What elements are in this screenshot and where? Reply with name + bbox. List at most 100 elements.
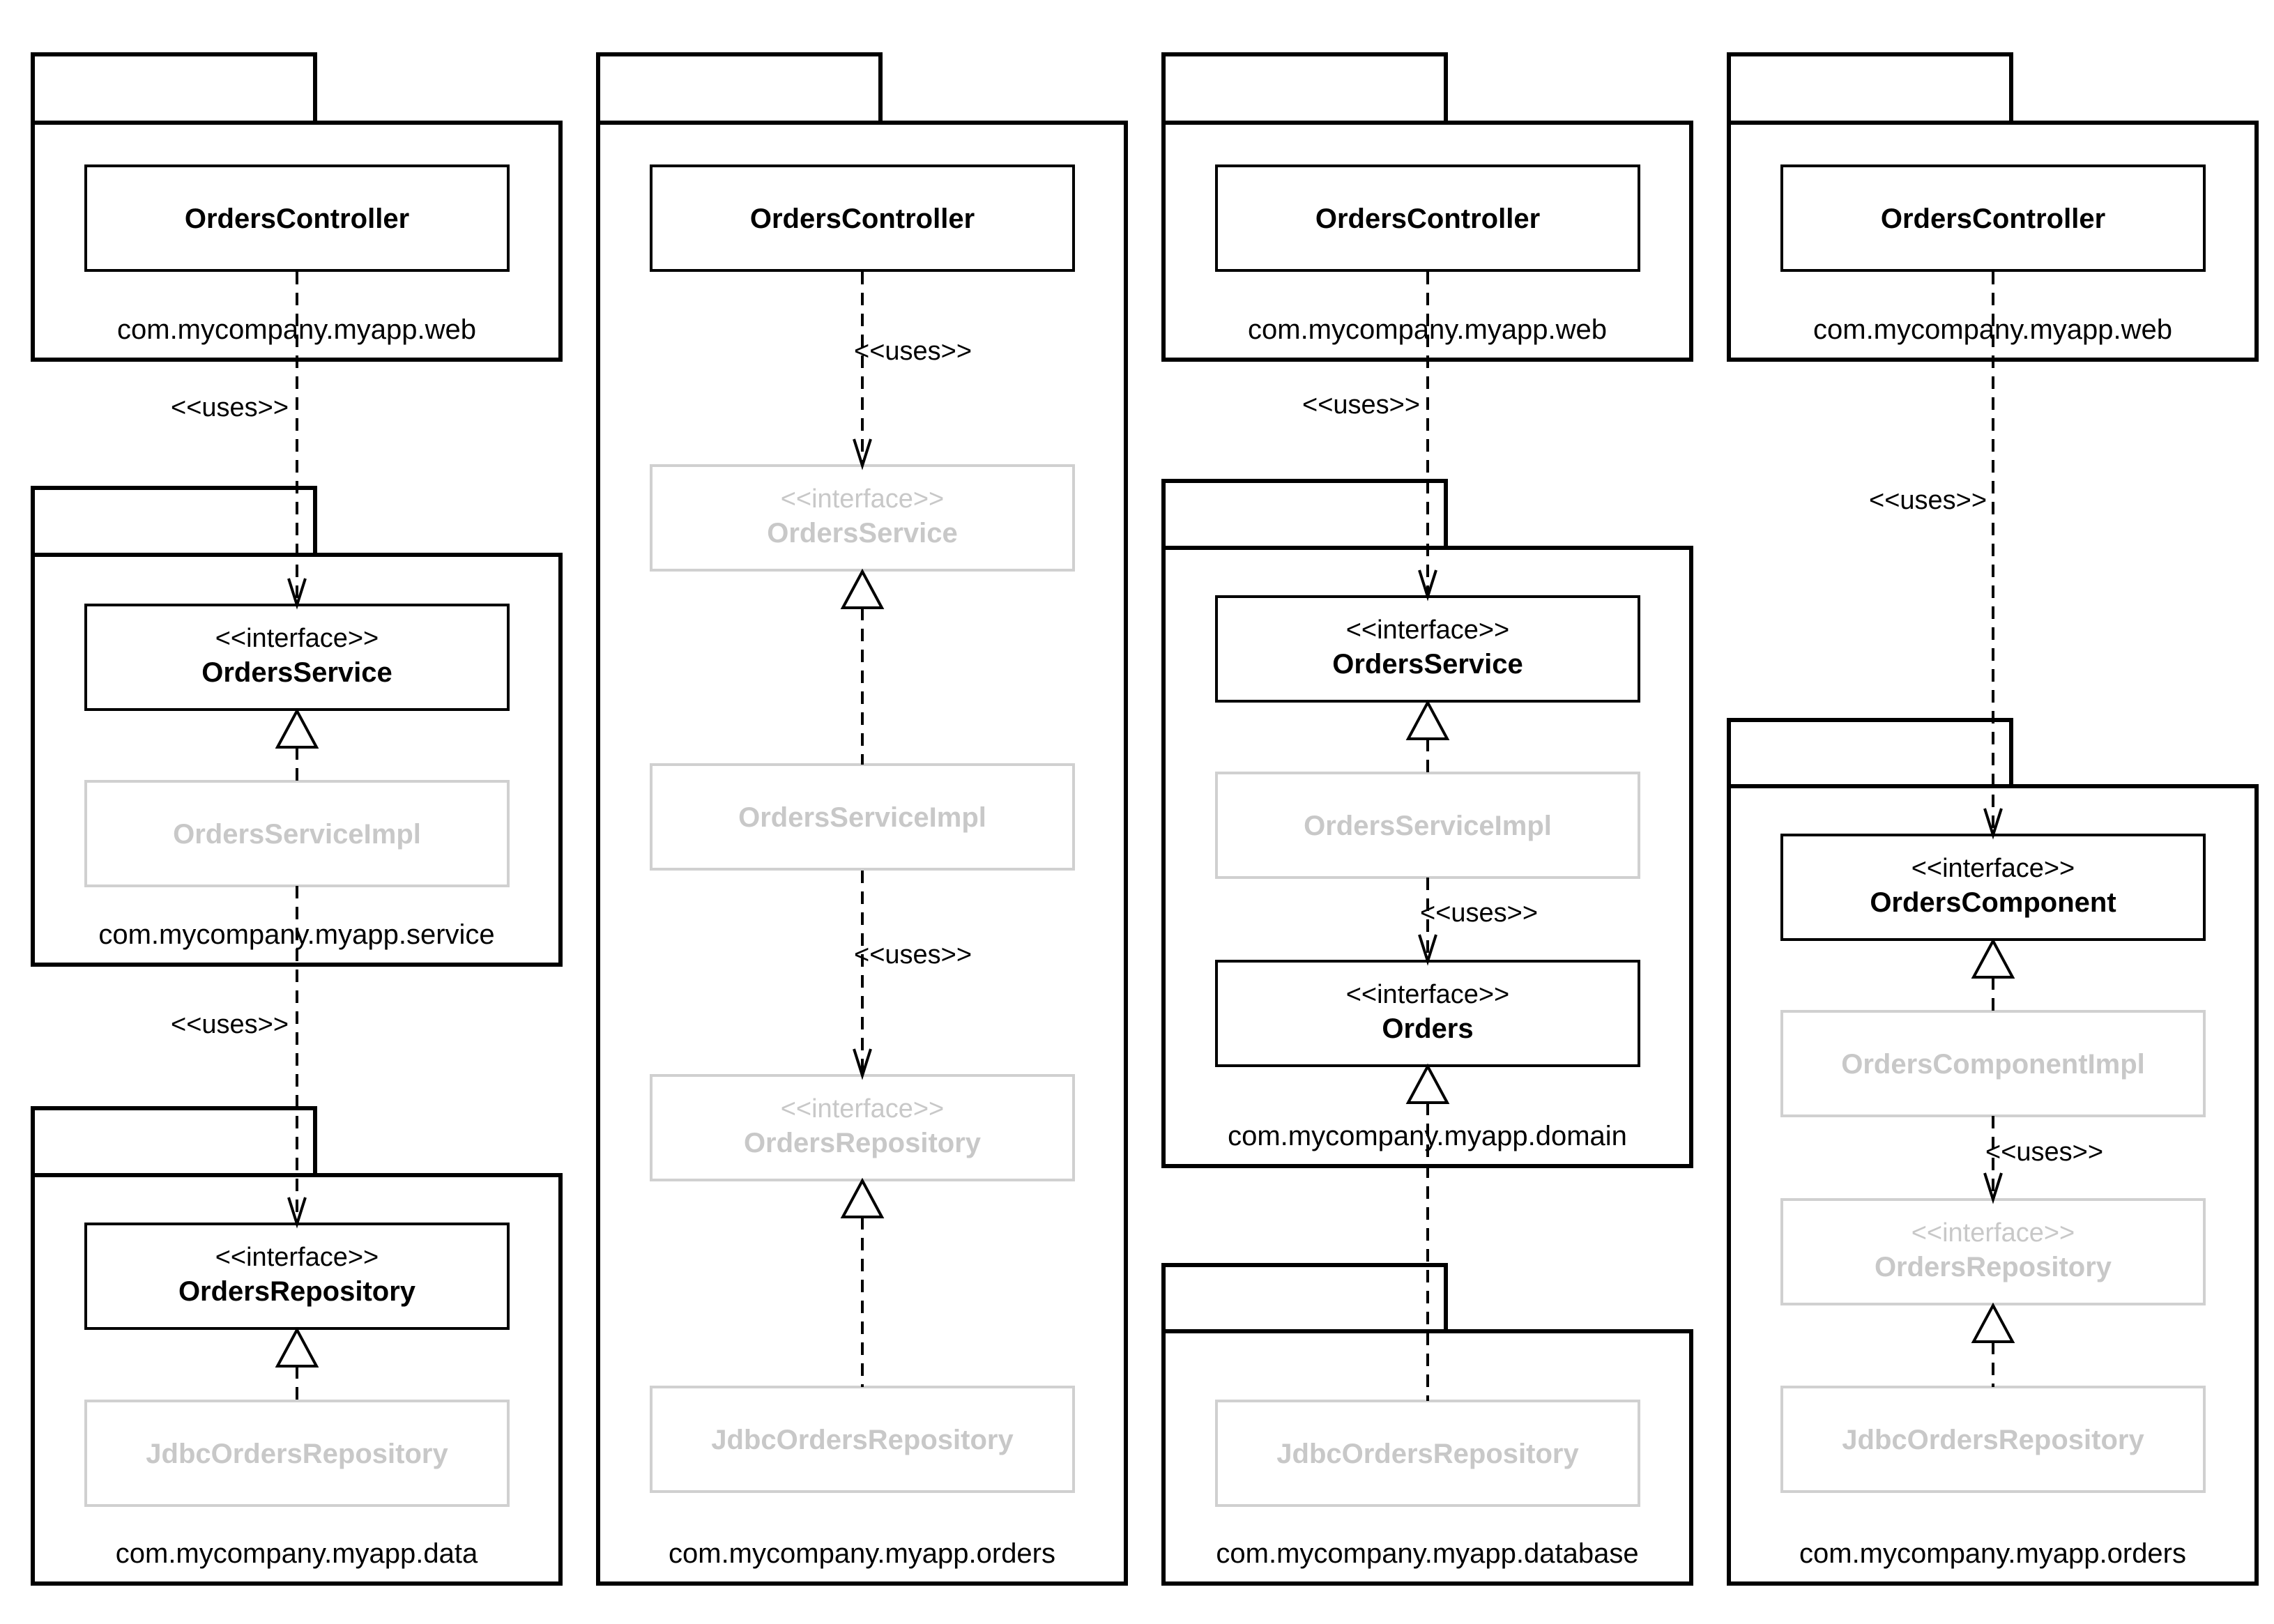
class-jdbc-orders-repository: JdbcOrdersRepository: [84, 1400, 510, 1507]
realization-triangle: [275, 1326, 319, 1368]
class-box: [1215, 164, 1640, 272]
class-orders-repository: <<interface>> OrdersRepository: [650, 1074, 1075, 1181]
class-orders-component-impl: OrdersComponentImpl: [1780, 1010, 2206, 1117]
class-name: OrdersServiceImpl: [1304, 811, 1552, 841]
class-name: OrdersRepository: [178, 1276, 416, 1307]
class-box: [1780, 1386, 2206, 1493]
open-arrowhead: [287, 578, 307, 610]
package-tab: [31, 1106, 317, 1177]
class-orders-service-impl: OrdersServiceImpl: [650, 763, 1075, 871]
interface-stereotype: <<interface>>: [215, 1243, 379, 1272]
interface-stereotype: <<interface>>: [1346, 615, 1510, 645]
class-name: OrdersRepository: [744, 1128, 982, 1158]
package-tab: [1727, 52, 2013, 125]
class-box: [84, 604, 510, 711]
interface-stereotype: <<interface>>: [1911, 1218, 2075, 1248]
class-name: OrdersService: [767, 518, 958, 549]
realization-triangle: [1405, 699, 1450, 740]
class-name: JdbcOrdersRepository: [146, 1439, 448, 1469]
class-box: [650, 763, 1075, 871]
class-box: [650, 164, 1075, 272]
package-tab: [1161, 479, 1448, 550]
class-box: [1780, 1198, 2206, 1305]
interface-stereotype: <<interface>>: [781, 484, 945, 514]
class-name: OrdersServiceImpl: [173, 819, 421, 850]
class-orders-controller: OrdersController: [650, 164, 1075, 272]
uses-label: <<uses>>: [171, 1010, 289, 1039]
uses-label: <<uses>>: [1869, 486, 1987, 515]
realization-triangle: [1405, 1063, 1450, 1104]
package-name: com.mycompany.myapp.data: [116, 1538, 478, 1569]
class-name: OrdersService: [201, 657, 392, 688]
class-box: [84, 164, 510, 272]
class-box: [650, 464, 1075, 572]
class-name: OrdersServiceImpl: [738, 802, 986, 833]
class-orders-service: <<interface>> OrdersService: [1215, 595, 1640, 703]
realization-triangle: [275, 707, 319, 749]
open-arrowhead: [287, 1197, 307, 1229]
interface-stereotype: <<interface>>: [1346, 980, 1510, 1009]
package-tab: [596, 52, 883, 125]
package-tab: [1161, 52, 1448, 125]
class-name: JdbcOrdersRepository: [1842, 1425, 2144, 1455]
uses-label: <<uses>>: [1985, 1137, 2103, 1167]
class-orders-controller: OrdersController: [84, 164, 510, 272]
package-name: com.mycompany.myapp.orders: [1799, 1538, 2186, 1569]
class-orders-controller: OrdersController: [1780, 164, 2206, 272]
class-name: OrdersComponentImpl: [1841, 1049, 2145, 1080]
package-name: com.mycompany.myapp.database: [1216, 1538, 1638, 1569]
class-box: [1780, 834, 2206, 941]
class-name: JdbcOrdersRepository: [1276, 1439, 1579, 1469]
class-orders-service-impl: OrdersServiceImpl: [84, 780, 510, 887]
uses-label: <<uses>>: [854, 940, 972, 970]
class-orders-service: <<interface>> OrdersService: [84, 604, 510, 711]
class-orders: <<interface>> Orders: [1215, 960, 1640, 1067]
open-arrowhead: [1983, 1172, 2003, 1204]
realization-triangle: [840, 568, 885, 609]
package-tab: [1161, 1263, 1448, 1333]
class-name: OrdersController: [1881, 204, 2105, 234]
class-jdbc-orders-repository: JdbcOrdersRepository: [1215, 1400, 1640, 1507]
realization-triangle: [1971, 1302, 2015, 1343]
class-orders-controller: OrdersController: [1215, 164, 1640, 272]
class-box: [84, 780, 510, 887]
class-name: OrdersComponent: [1870, 887, 2116, 918]
class-name: JdbcOrdersRepository: [711, 1425, 1014, 1455]
open-arrowhead: [853, 438, 872, 470]
interface-stereotype: <<interface>>: [1911, 854, 2075, 883]
class-name: OrdersController: [185, 204, 409, 234]
class-orders-service-impl: OrdersServiceImpl: [1215, 772, 1640, 879]
class-box: [84, 1400, 510, 1507]
class-box: [1780, 164, 2206, 272]
class-box: [1215, 595, 1640, 703]
package-tab: [31, 52, 317, 125]
class-orders-repository: <<interface>> OrdersRepository: [84, 1223, 510, 1330]
class-name: OrdersController: [1315, 204, 1540, 234]
uses-label: <<uses>>: [854, 337, 972, 366]
package-tab: [1727, 718, 2013, 788]
class-name: OrdersRepository: [1875, 1252, 2112, 1282]
uses-label: <<uses>>: [171, 393, 289, 422]
class-orders-repository: <<interface>> OrdersRepository: [1780, 1198, 2206, 1305]
interface-stereotype: <<interface>>: [781, 1094, 945, 1124]
open-arrowhead: [1983, 808, 2003, 840]
class-jdbc-orders-repository: JdbcOrdersRepository: [1780, 1386, 2206, 1493]
uses-label: <<uses>>: [1302, 390, 1420, 420]
class-box: [1780, 1010, 2206, 1117]
uses-label: <<uses>>: [1420, 898, 1538, 928]
open-arrowhead: [1418, 569, 1437, 602]
class-jdbc-orders-repository: JdbcOrdersRepository: [650, 1386, 1075, 1493]
interface-stereotype: <<interface>>: [215, 624, 379, 653]
realization-triangle: [840, 1177, 885, 1218]
package-tab: [31, 486, 317, 557]
class-box: [1215, 772, 1640, 879]
class-orders-service: <<interface>> OrdersService: [650, 464, 1075, 572]
class-name: Orders: [1382, 1013, 1473, 1044]
class-box: [650, 1386, 1075, 1493]
open-arrowhead: [853, 1048, 872, 1080]
class-name: OrdersService: [1332, 649, 1523, 680]
class-box: [1215, 1400, 1640, 1507]
package-name: com.mycompany.myapp.orders: [669, 1538, 1055, 1569]
realization-triangle: [1971, 937, 2015, 979]
